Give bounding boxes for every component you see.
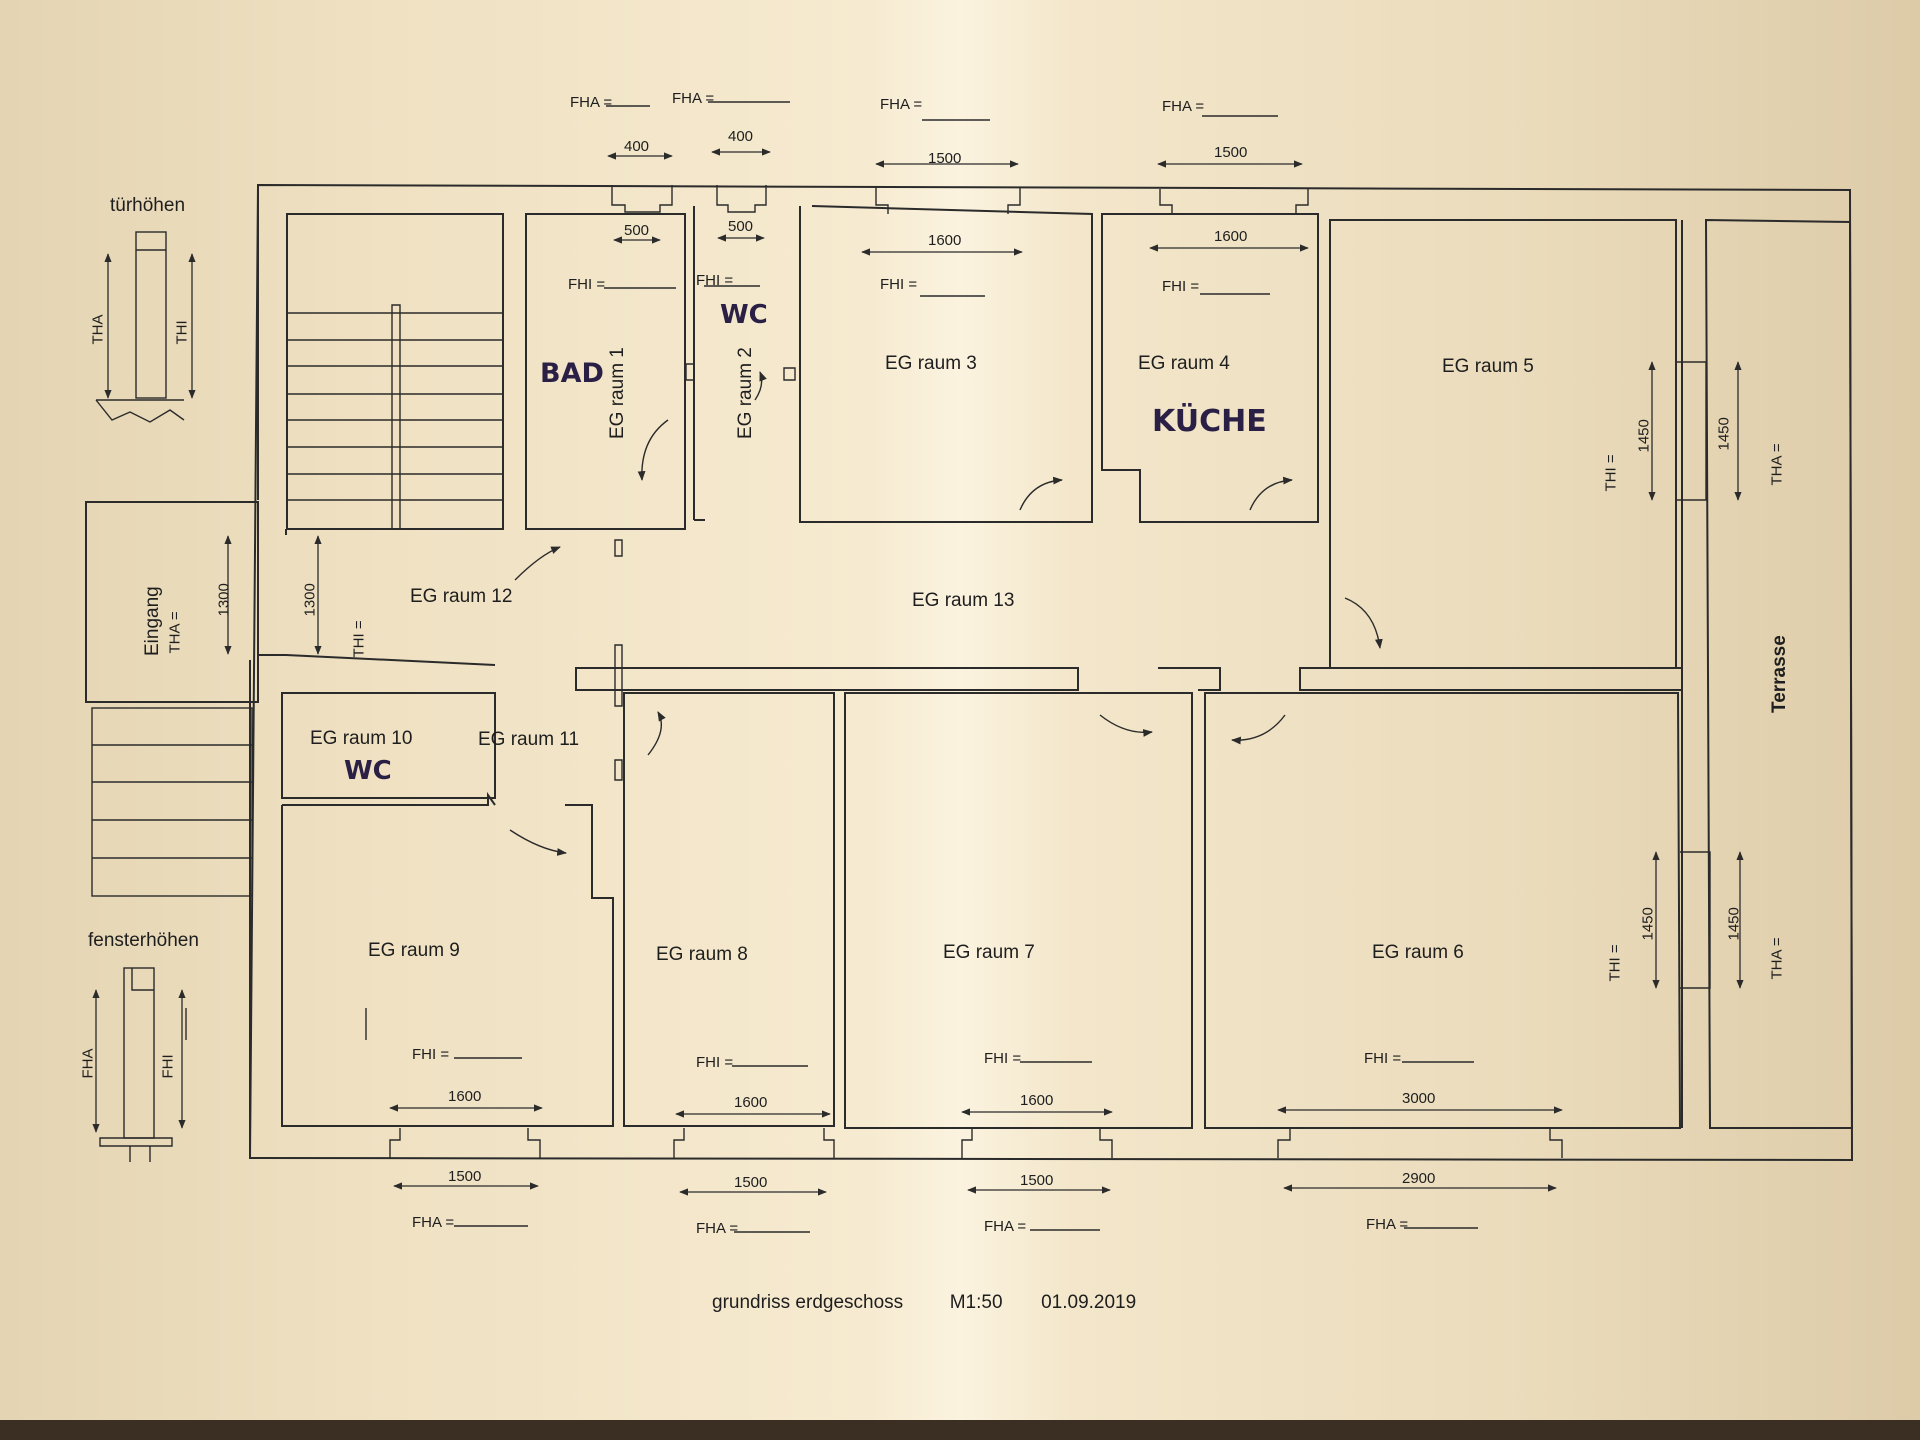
dim-1450-room6-outer: 1450 bbox=[1725, 907, 1743, 941]
room-label-2: EG raum 2 bbox=[735, 347, 756, 439]
plan-scale: M1:50 bbox=[949, 1292, 1003, 1313]
room-label-11: EG raum 11 bbox=[478, 729, 580, 750]
dimension-lines bbox=[92, 148, 1744, 1196]
dim-1600-room3: 1600 bbox=[928, 232, 962, 249]
blank-field-lines bbox=[185, 101, 1478, 1233]
dim-1600-room7: 1600 bbox=[1020, 1092, 1054, 1109]
thi-field-room5: THI = bbox=[1602, 454, 1620, 492]
handwritten-wc-top: WC bbox=[720, 300, 768, 330]
fha-field-top-1: FHA = bbox=[570, 94, 613, 111]
dim-1500-room4: 1500 bbox=[1214, 144, 1248, 161]
tha-field-room6: THA = bbox=[1768, 937, 1786, 980]
dim-1450-room6-inner: 1450 bbox=[1639, 907, 1657, 941]
handwritten-kueche: KÜCHE bbox=[1152, 404, 1267, 439]
handwritten-wc-bottom: WC bbox=[344, 756, 392, 786]
fhi-field-room3: FHI = bbox=[880, 276, 918, 293]
plan-footer: grundriss erdgeschoss M1:50 01.09.2019 bbox=[712, 1292, 1136, 1314]
dim-1450-room5-inner: 1450 bbox=[1635, 419, 1653, 453]
fha-field-bottom-1: FHA = bbox=[412, 1214, 455, 1231]
door-height-legend-title: türhöhen bbox=[110, 195, 186, 216]
tha-field-room5: THA = bbox=[1768, 443, 1786, 486]
dim-1500-room7: 1500 bbox=[1020, 1172, 1054, 1189]
dim-1600-room4: 1600 bbox=[1214, 228, 1248, 245]
legend-thi: THI bbox=[173, 320, 191, 345]
room-label-8: EG raum 8 bbox=[656, 944, 748, 965]
thi-field-entrance: THI = bbox=[350, 620, 368, 658]
handwritten-bad: BAD bbox=[540, 358, 604, 389]
room-label-7: EG raum 7 bbox=[943, 942, 1035, 963]
dim-2900-room6: 2900 bbox=[1402, 1170, 1436, 1187]
room-label-terrace: Terrasse bbox=[1769, 635, 1790, 713]
dim-1300-outer: 1300 bbox=[215, 583, 233, 617]
fhi-field-room2: FHI = bbox=[696, 272, 734, 289]
fha-field-bottom-2: FHA = bbox=[696, 1220, 739, 1237]
legend-fha: FHA bbox=[79, 1048, 97, 1079]
fhi-field-room4: FHI = bbox=[1162, 278, 1200, 295]
window-openings bbox=[389, 185, 1711, 1158]
plan-title: grundriss erdgeschoss bbox=[712, 1292, 904, 1313]
fha-field-bottom-3: FHA = bbox=[984, 1218, 1027, 1235]
room-label-4: EG raum 4 bbox=[1138, 353, 1230, 374]
fhi-field-room8: FHI = bbox=[696, 1054, 734, 1071]
dim-500-a: 500 bbox=[624, 222, 650, 239]
window-height-legend-sketch bbox=[99, 967, 173, 1162]
thi-field-room6: THI = bbox=[1606, 944, 1624, 982]
dim-1300-inner: 1300 bbox=[301, 583, 319, 617]
fha-field-top-2: FHA = bbox=[672, 90, 715, 107]
dim-500-b: 500 bbox=[728, 218, 754, 235]
building-walls bbox=[85, 183, 1854, 1162]
room-label-1-rot: EG raum 1 bbox=[607, 347, 628, 439]
dim-400-a: 400 bbox=[624, 138, 650, 155]
dim-1500-room8: 1500 bbox=[734, 1174, 768, 1191]
fha-field-bottom-4: FHA = bbox=[1366, 1216, 1409, 1233]
room-label-9: EG raum 9 bbox=[368, 940, 460, 961]
fhi-field-room1: FHI = bbox=[568, 276, 606, 293]
dim-400-b: 400 bbox=[728, 128, 754, 145]
room-label-10: EG raum 10 bbox=[310, 728, 413, 749]
fhi-field-room9: FHI = bbox=[412, 1046, 450, 1063]
room-label-6: EG raum 6 bbox=[1372, 942, 1464, 963]
dim-1450-room5-outer: 1450 bbox=[1715, 417, 1733, 451]
dim-1600-room8: 1600 bbox=[734, 1094, 768, 1111]
fha-field-top-4: FHA = bbox=[1162, 98, 1205, 115]
legend-tha: THA bbox=[89, 314, 107, 345]
fhi-field-room7: FHI = bbox=[984, 1050, 1022, 1067]
plan-date: 01.09.2019 bbox=[1041, 1292, 1137, 1313]
room-label-entrance: Eingang bbox=[142, 586, 163, 656]
door-swings bbox=[509, 371, 1383, 856]
window-height-legend-title: fensterhöhen bbox=[88, 930, 199, 951]
dim-3000-room6: 3000 bbox=[1402, 1090, 1436, 1107]
legend-fhi: FHI bbox=[159, 1054, 177, 1079]
room-label-3: EG raum 3 bbox=[885, 353, 977, 374]
room-label-13: EG raum 13 bbox=[912, 590, 1015, 611]
dim-1500-room9: 1500 bbox=[448, 1168, 482, 1185]
fhi-field-room6: FHI = bbox=[1364, 1050, 1402, 1067]
dim-1500-room3: 1500 bbox=[928, 150, 962, 167]
fha-field-top-3: FHA = bbox=[880, 96, 923, 113]
room-label-12: EG raum 12 bbox=[410, 586, 513, 607]
door-height-legend-sketch bbox=[95, 231, 185, 423]
room-label-5: EG raum 5 bbox=[1442, 356, 1534, 377]
tha-field-entrance: THA = bbox=[166, 611, 184, 654]
dim-1600-room9: 1600 bbox=[448, 1088, 482, 1105]
